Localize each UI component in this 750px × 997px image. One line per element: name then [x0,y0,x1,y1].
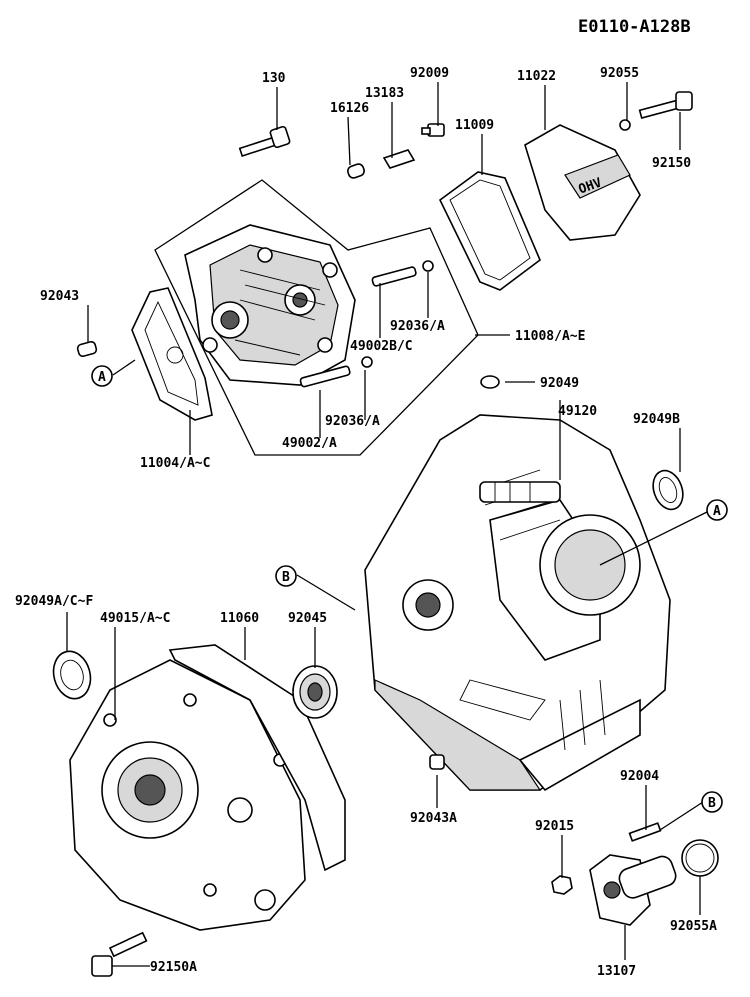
oil-seal-left [52,650,92,700]
crankcase [364,414,671,792]
part-label: 92009 [410,66,449,81]
part-label: 11060 [220,611,259,626]
part-label: 11009 [455,118,494,133]
part-label: 92150A [150,960,197,975]
part-label: 11022 [517,69,556,84]
part-label: 92043A [410,811,457,826]
part-label: 16126 [330,101,369,116]
head-bolt [238,125,291,157]
washer [619,119,631,131]
part-label: 49015/A~C [100,611,170,626]
part-label: 92055 [600,66,639,81]
callout-label: B [282,570,290,585]
callout-label: A [713,504,721,519]
cover-gasket [168,644,346,872]
governor-shaft-flange [589,854,677,926]
part-labels: 130 92009 11022 92055 13183 16126 11009 … [15,66,717,979]
part-label: 49002B/C [350,339,413,354]
left-dowel-pin [76,340,98,358]
oil-seal-right [652,469,684,511]
leader-lines [66,82,708,967]
hex-nut [551,875,573,895]
callouts: A A B B [91,365,728,813]
o-ring [681,839,719,877]
cover-screw [421,123,445,137]
cover-bolt [638,91,693,120]
stud-bolt [628,822,662,842]
head-gasket [131,287,213,421]
callout-label: B [708,796,716,811]
rocker-cover: OHV [524,124,641,241]
part-label: 130 [262,71,286,86]
crankcase-cover [69,659,306,931]
push-rod-upper [371,266,417,287]
part-label: 92043 [40,289,79,304]
part-label: 92015 [535,819,574,834]
crankcase-dowel-pin [429,754,445,770]
part-label: 92049B [633,412,680,427]
oil-seal-small [480,375,500,389]
part-label: 92036/A [325,414,380,429]
cover-mount-bolt [91,931,148,977]
part-label: 49002/A [282,436,337,451]
part-label: 11008/A~E [515,329,585,344]
rocker-cover-gasket [438,171,541,291]
diagram-code: E0110-A128B [578,17,691,37]
ball-bearing [292,665,338,719]
camshaft [479,481,561,503]
breather-plate [382,149,416,169]
part-label: 92036/A [390,319,445,334]
part-label: 92049 [540,376,579,391]
cylinder-head-assembly [154,179,479,456]
part-label: 92055A [670,919,717,934]
part-label: 13107 [597,964,636,979]
part-label: 49120 [558,404,597,419]
part-label: 11004/A~C [140,456,210,471]
part-label: 92045 [288,611,327,626]
part-label: 92150 [652,156,691,171]
part-label: 92004 [620,769,659,784]
callout-label: A [98,370,106,385]
push-rod-lower [299,365,351,388]
part-label: 92049A/C~F [15,594,93,609]
part-label: 13183 [365,86,404,101]
dowel-pin [347,163,365,179]
